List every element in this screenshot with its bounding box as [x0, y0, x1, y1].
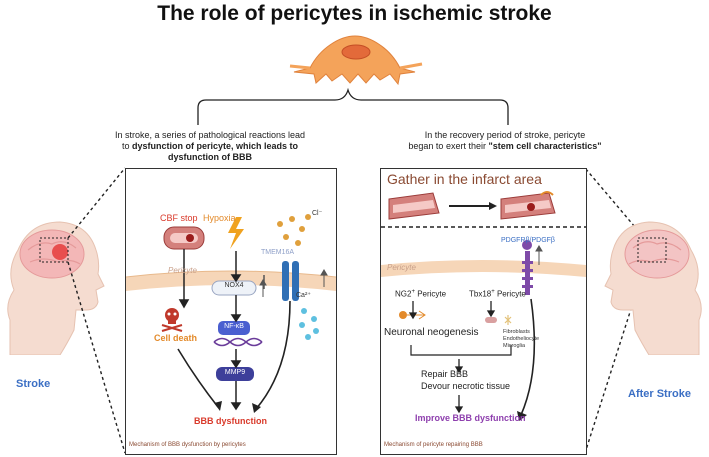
ng2-text: NG2 [395, 289, 412, 299]
mmp9-label: MMP9 [224, 369, 246, 376]
cell-death-label: Cell death [154, 333, 198, 343]
left-mechanism-panel: CBF stop Hypoxia TMEM16A Cl⁻ Ca²⁺ Pericy… [125, 168, 337, 455]
right-caption-line2-bold: "stem cell characteristics" [488, 141, 602, 151]
right-panel-graphic [381, 191, 586, 421]
devour-label: Devour necrotic tissue [421, 381, 511, 391]
after-stroke-label: After Stroke [628, 388, 691, 400]
repair-bbb-label: Repair BBB [421, 369, 469, 379]
ng2-pericyte-label: NG2+ Pericyte [395, 289, 446, 299]
fibroblasts-label: Fibroblasts [503, 329, 530, 335]
tbx18-text: Tbx18 [469, 289, 492, 299]
neuronal-neogenesis-label: Neuronal neogenesis [384, 327, 479, 338]
left-panel-graphic [126, 214, 336, 413]
right-mechanism-panel: Gather in the infarct area Pericyte PDGF… [380, 168, 587, 455]
left-caption-line2: to dysfunction of pericyte, which leads … [110, 141, 310, 152]
tbx18-pericyte-label: Tbx18+ Pericyte [469, 289, 526, 299]
right-panel-footer: Mechanism of pericyte repairing BBB [384, 442, 483, 448]
bracket-connector [197, 87, 509, 125]
tbx18-pericyte-word: Pericyte [494, 289, 526, 299]
ng2-pericyte-word: Pericyte [414, 289, 447, 299]
nfkb-label: NF-κB [224, 323, 244, 330]
tmem16a-label: TMEM16A [261, 249, 295, 256]
right-caption: In the recovery period of stroke, pericy… [395, 130, 615, 152]
tbx18-plus: + [491, 289, 495, 295]
endotheliocyte-label: Endotheliocyte [503, 336, 540, 342]
page-title: The role of pericytes in ischemic stroke [157, 2, 552, 25]
bbb-dysfunction-label: BBB dysfunction [194, 416, 267, 426]
gather-title: Gather in the infarct area [387, 171, 542, 187]
left-caption-line2-bold: dysfunction of pericyte, which leads to [131, 141, 299, 151]
cbf-stop-label: CBF stop [160, 213, 198, 223]
pdgfr-label: PDGFRβ/PDGFβ [501, 237, 555, 244]
left-caption-line3-bold: dysfunction of BBB [168, 152, 252, 162]
hypoxia-label: Hypoxia [203, 213, 236, 223]
pericyte-membrane-label: Pericyte [168, 266, 197, 275]
ng2-plus: + [411, 289, 415, 295]
cl-ion-label: Cl⁻ [312, 210, 323, 217]
improve-bbb-label: Improve BBB dysfunction [415, 413, 526, 423]
stroke-label: Stroke [16, 378, 51, 390]
right-pericyte-membrane-label: Pericyte [387, 263, 416, 272]
microglia-label: Microglia [503, 343, 526, 349]
stroke-head-illustration [7, 221, 105, 355]
after-stroke-head-illustration [604, 221, 702, 355]
right-caption-line2-plain: began to exert their [408, 141, 489, 151]
left-panel-footer: Mechanism of BBB dysfunction by pericyte… [129, 442, 246, 448]
nox4-label: NOX4 [224, 282, 244, 289]
left-caption-line2-plain: to [121, 141, 132, 151]
left-caption: In stroke, a series of pathological reac… [110, 130, 310, 163]
ca-ion-label: Ca²⁺ [296, 292, 311, 299]
pericyte-cell-illustration [289, 35, 423, 86]
right-caption-line2: began to exert their "stem cell characte… [395, 141, 615, 152]
right-caption-line1: In the recovery period of stroke, pericy… [424, 130, 586, 140]
left-caption-line1: In stroke, a series of pathological reac… [114, 130, 306, 140]
